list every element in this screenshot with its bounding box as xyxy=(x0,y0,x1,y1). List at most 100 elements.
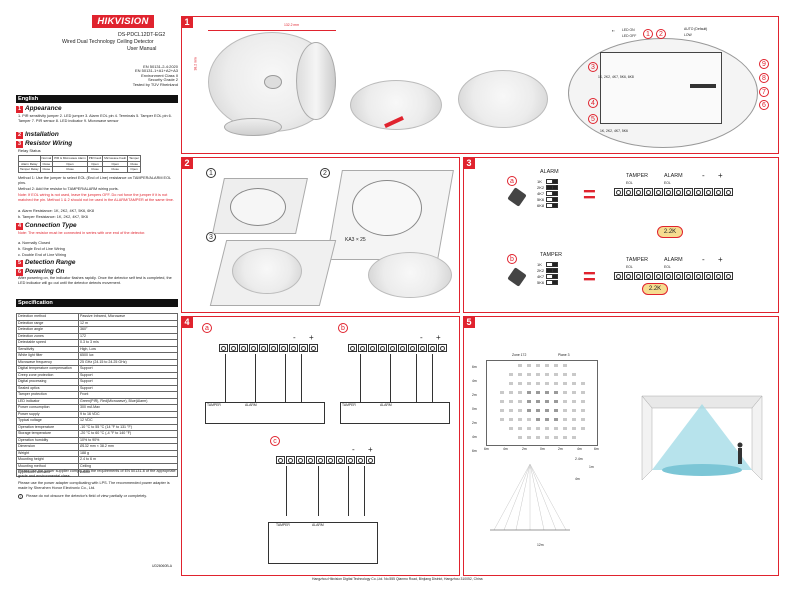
detector-side-view xyxy=(224,118,282,136)
spec-value: Indoor xyxy=(78,469,178,477)
zone-dot xyxy=(527,382,531,385)
footer-note-1: Please use the power supplier comply wit… xyxy=(18,469,176,478)
zone-dot xyxy=(563,427,567,430)
zone-dot xyxy=(545,373,549,376)
standard-line: Security Grade 2 xyxy=(147,77,178,83)
method1-text: Method 1: Use the jumper to select EOL (… xyxy=(18,176,171,185)
tamper-jumper-list: 1K 2K2 4K7 5K6 xyxy=(537,261,558,285)
jumper-icon: ▪▫ xyxy=(612,28,615,33)
panel-number: 4 xyxy=(181,316,193,328)
panel-resistor-wiring xyxy=(463,157,779,313)
callout-9: 9 xyxy=(759,59,769,69)
alarm-pin-values: 1K, 2K2, 4K7, 5K6, 6K8 xyxy=(598,75,634,79)
plus-label: + xyxy=(309,333,314,342)
zone-dot xyxy=(554,364,558,367)
callout-6: 6 xyxy=(759,100,769,110)
zone-dot xyxy=(554,418,558,421)
detector-final xyxy=(368,252,452,298)
zone-dot xyxy=(572,409,576,412)
zone-dot xyxy=(536,418,540,421)
zone-dot xyxy=(563,409,567,412)
detection-pattern-grid xyxy=(486,360,598,446)
zone-dot xyxy=(518,436,522,439)
standard-line: Tested by TÜV Rheinland xyxy=(132,81,178,87)
zone-dot xyxy=(509,418,513,421)
detection-pattern-frame xyxy=(486,360,598,446)
zone-dot xyxy=(500,391,504,394)
resistor-note: Note: If EOL wiring is not used, leave t… xyxy=(18,193,174,202)
wiring-diagram-c: - + TAMPER ALARM xyxy=(262,445,382,570)
plane-label: Plane 3 xyxy=(558,353,570,357)
connection-note: Note: The resistor must be connected in … xyxy=(18,231,146,235)
zone-dot xyxy=(572,436,576,439)
zone-dot xyxy=(554,436,558,439)
zone-dot xyxy=(536,409,540,412)
zone-dot xyxy=(545,382,549,385)
zone-dot xyxy=(572,382,576,385)
hikvision-logo: HIKVISION xyxy=(92,15,154,28)
callout-8: 8 xyxy=(759,73,769,83)
zone-dot xyxy=(545,400,549,403)
zone-dot xyxy=(509,373,513,376)
detector-base-2 xyxy=(352,180,422,236)
appearance-text: 1. PIR sensitivity jumper 2. LED jumper … xyxy=(18,114,172,123)
tamper-resistance: b. Tamper Resistance: 1K, 2K2, 4K7, 5K6 xyxy=(18,215,89,219)
panel-installation xyxy=(181,157,460,313)
callout-5: 5 xyxy=(588,114,598,124)
panel-connection-type xyxy=(181,316,460,576)
tamper-term-label: TAMPER xyxy=(626,257,649,263)
list-item: 5K6 xyxy=(537,279,558,285)
zone-dot xyxy=(536,391,540,394)
label-b: b xyxy=(338,323,348,333)
side-dim-person: 1m xyxy=(589,465,594,469)
panel-number: 1 xyxy=(181,16,193,28)
zone-dot xyxy=(509,427,513,430)
zone-dot xyxy=(554,391,558,394)
zone-dot xyxy=(581,391,585,394)
equals-sign: = xyxy=(583,264,596,289)
zone-dot xyxy=(554,382,558,385)
panel-number: 3 xyxy=(463,157,475,169)
side-dim-total: 12m xyxy=(537,543,544,547)
zone-dot xyxy=(563,400,567,403)
alarm-term-label: ALARM xyxy=(664,257,683,263)
plus-label: + xyxy=(436,333,441,342)
room-illustration xyxy=(632,392,772,482)
zone-dot xyxy=(572,418,576,421)
screw-label: KA3 × 25 xyxy=(345,237,366,243)
zone-dot xyxy=(545,391,549,394)
warning-icon: ! xyxy=(18,494,23,499)
step-1: 1 xyxy=(206,168,216,178)
tamper-label: TAMPER xyxy=(207,403,221,407)
panel-number: 5 xyxy=(463,316,475,328)
plus-label: + xyxy=(368,445,373,454)
zone-dot xyxy=(581,427,585,430)
zone-dot xyxy=(509,409,513,412)
method2-text: Method 2: Add the resistor to TAMPER/ALA… xyxy=(18,187,119,191)
list-item: 1K xyxy=(537,178,558,184)
company-address: Hangzhou Hikvision Digital Technology Co… xyxy=(312,577,483,581)
x-axis-ticks: 6m 4m 2m 0m 2m 4m 6m xyxy=(484,447,599,451)
list-item: 4K7 xyxy=(537,273,558,279)
zone-dot xyxy=(509,391,513,394)
zone-dot xyxy=(527,436,531,439)
zone-dot xyxy=(572,400,576,403)
connection-type-a: a. Normally Closed xyxy=(18,241,51,245)
zone-dot xyxy=(527,418,531,421)
zone-dot xyxy=(563,436,567,439)
standard-line: EN 50131-2-4:2020 xyxy=(143,64,178,69)
tamper-pin-values: 1K, 2K2, 4K7, 5K6 xyxy=(600,129,628,133)
zone-dot xyxy=(536,427,540,430)
zone-dot xyxy=(554,409,558,412)
step-3: 3 xyxy=(206,232,216,242)
dimension-height: 38.2 mm xyxy=(193,57,198,71)
zone-dot xyxy=(554,400,558,403)
zone-dot xyxy=(527,427,531,430)
alarm-label: ALARM xyxy=(312,523,324,527)
